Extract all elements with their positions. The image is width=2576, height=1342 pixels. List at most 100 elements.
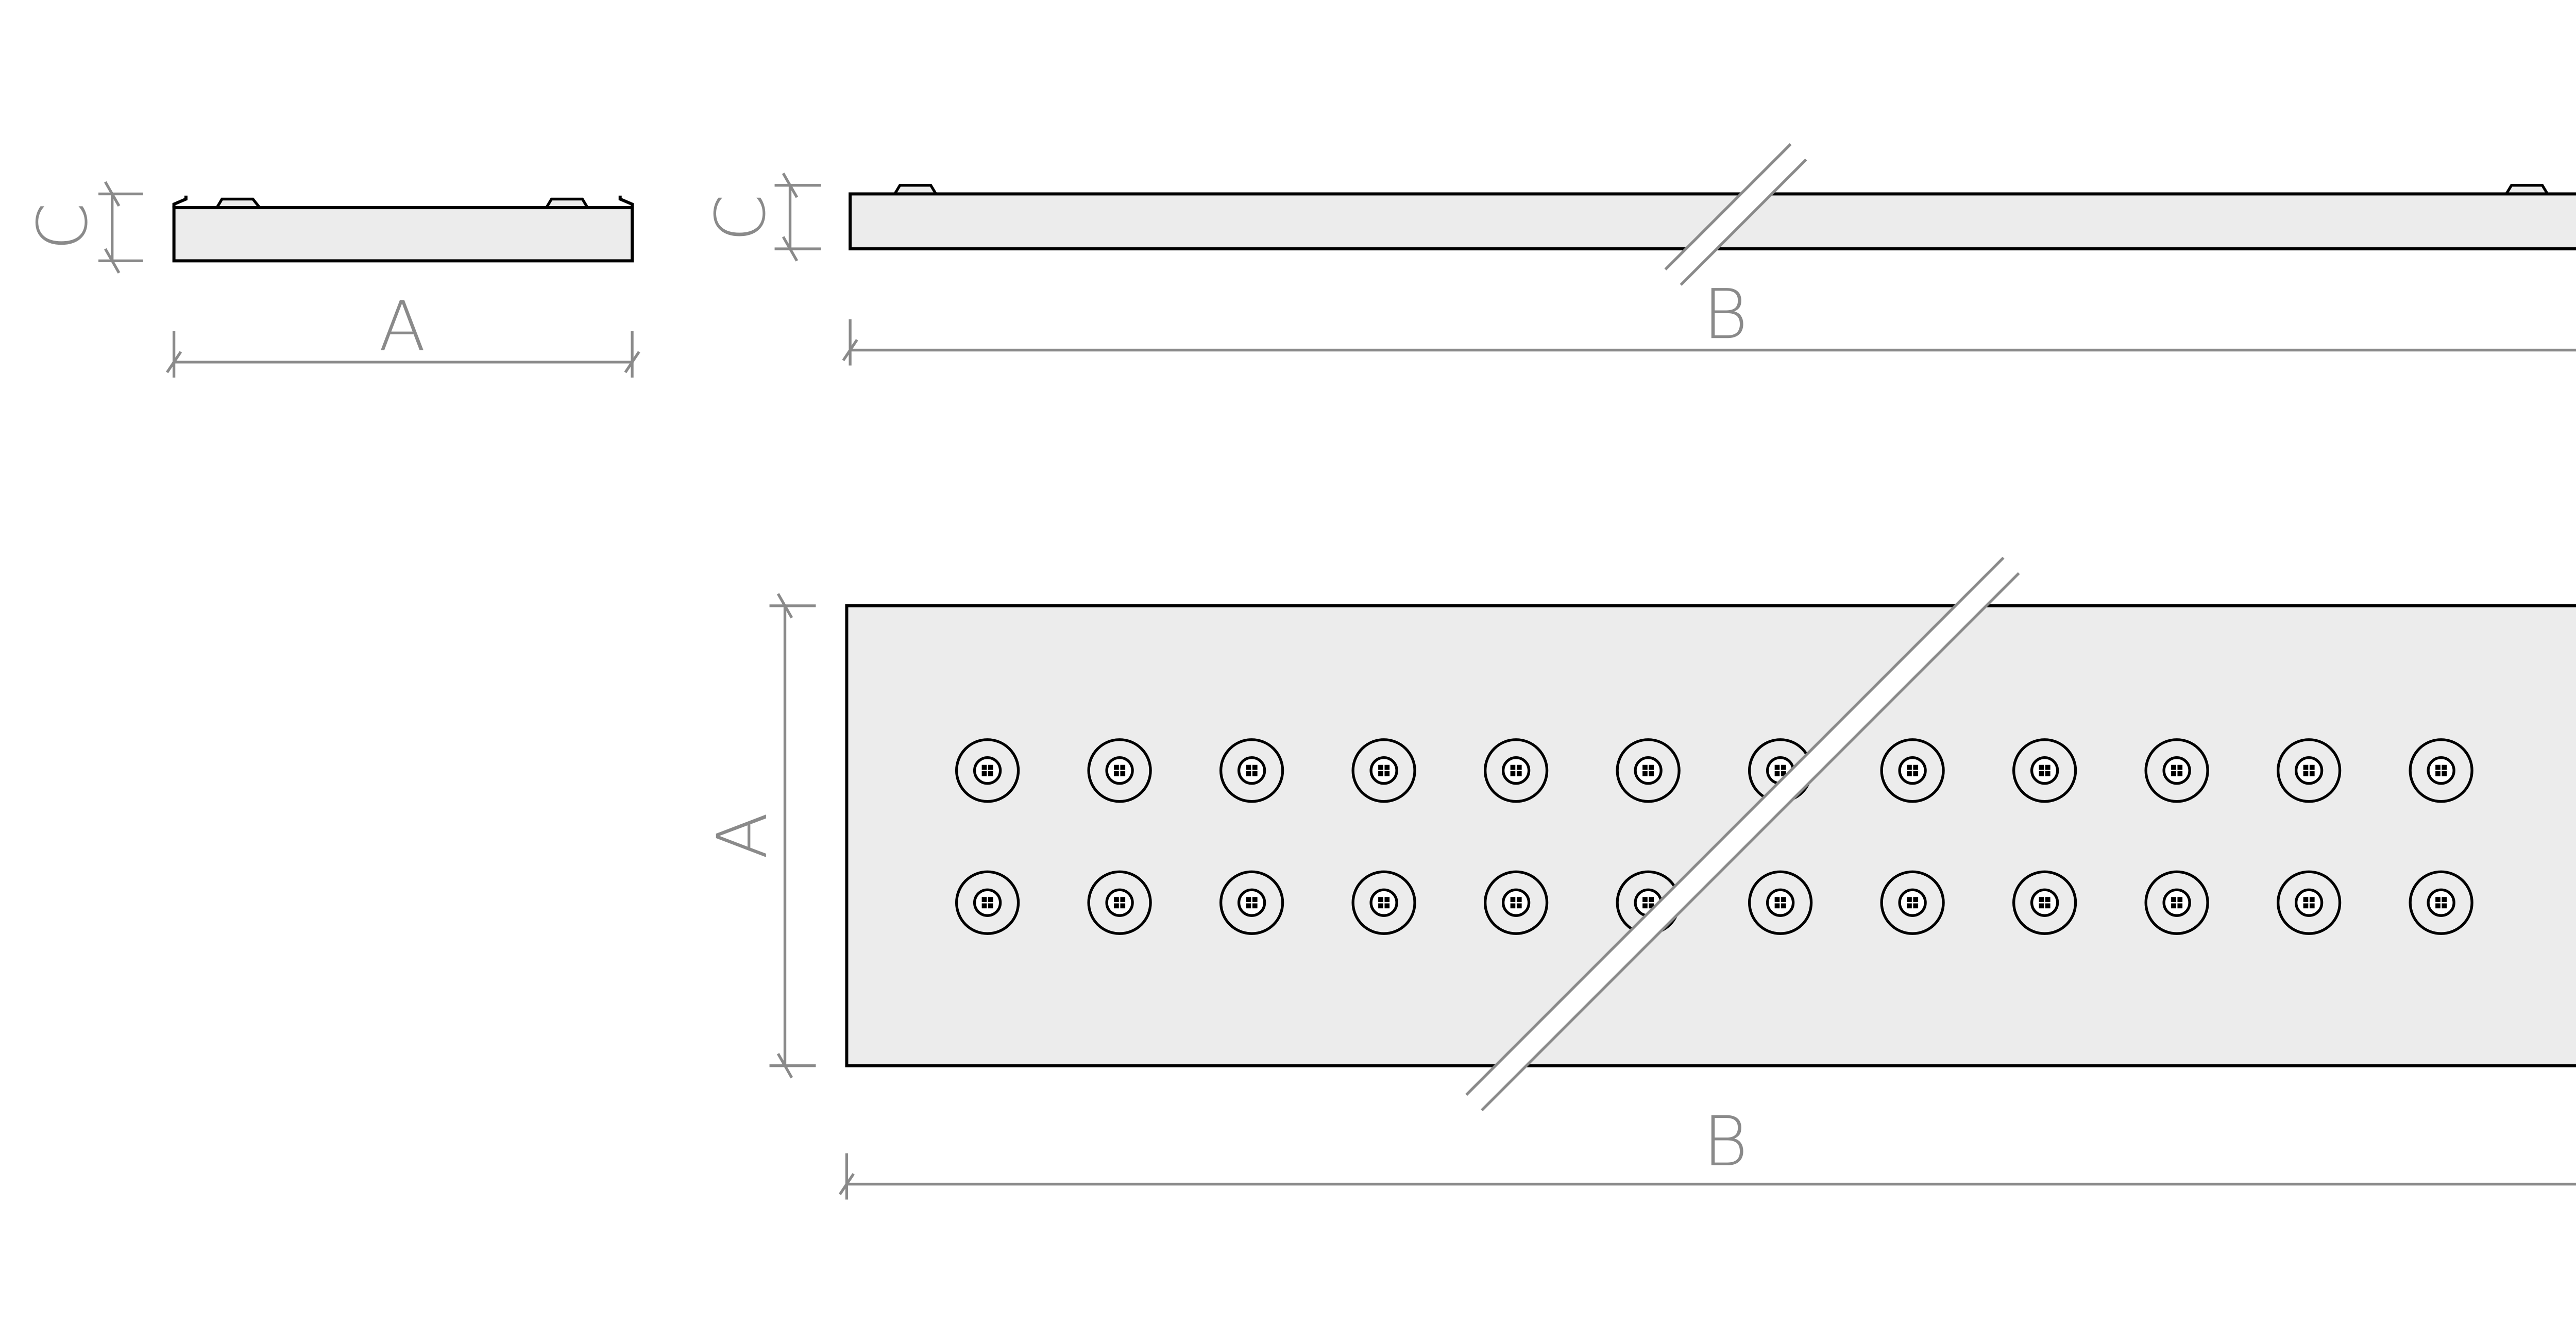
led-module — [1351, 870, 1416, 935]
led-chip — [2045, 771, 2050, 776]
led-chip — [1649, 897, 1654, 902]
end-hook — [172, 195, 634, 208]
led-chip — [1252, 771, 1258, 776]
led-chip — [1649, 765, 1654, 770]
led-ring — [1483, 870, 1549, 935]
led-chip — [981, 903, 987, 909]
led-chip — [2045, 765, 2050, 770]
led-module — [1087, 738, 1152, 803]
led-chip — [2435, 903, 2441, 909]
led-chip — [1114, 897, 1119, 902]
break-gap — [1665, 144, 1806, 285]
led-chip — [2442, 765, 2447, 770]
led-chip — [1384, 903, 1390, 909]
led-chip — [1120, 897, 1126, 902]
dimension-b-plan: B — [838, 1102, 2576, 1200]
led-module — [955, 738, 1020, 803]
led-chip — [1516, 903, 1522, 909]
led-ring — [2277, 738, 2342, 803]
led-module — [1880, 870, 1945, 935]
led-ring — [1748, 870, 1813, 935]
led-chip — [2435, 897, 2441, 902]
led-ring — [955, 870, 1020, 935]
led-chip — [1384, 771, 1390, 776]
led-chip — [2309, 903, 2315, 909]
break-line — [1664, 143, 1792, 270]
led-module — [1483, 738, 1549, 803]
led-chip — [1907, 765, 1912, 770]
led-chip — [1378, 771, 1383, 776]
led-lens — [2162, 888, 2191, 917]
led-lens — [973, 888, 1002, 917]
led-ring — [1616, 738, 1681, 803]
break-line — [1465, 556, 2005, 1096]
led-chip — [1642, 903, 1648, 909]
led-lens — [1237, 888, 1266, 917]
led-lens — [2427, 756, 2455, 785]
led-chip — [1774, 765, 1780, 770]
led-chip — [2309, 771, 2315, 776]
led-chip — [1378, 765, 1383, 770]
led-chip — [1120, 765, 1126, 770]
led-lens — [2294, 756, 2324, 785]
led-chip — [1384, 765, 1390, 770]
led-chip — [2177, 903, 2183, 909]
led-lens — [1898, 756, 1927, 785]
led-module — [1880, 738, 1945, 803]
led-lens — [2427, 888, 2455, 917]
led-chip — [1114, 771, 1119, 776]
led-ring — [2409, 738, 2473, 803]
led-chip — [2442, 771, 2447, 776]
dimension-c-side: C — [701, 173, 821, 262]
end-view: C A — [23, 181, 640, 378]
led-module — [1219, 870, 1284, 935]
led-chip — [2039, 771, 2044, 776]
led-chip — [988, 765, 993, 770]
label-a: A — [379, 287, 426, 367]
led-chip — [1252, 897, 1258, 902]
led-chip — [1781, 765, 1786, 770]
led-chip — [2309, 897, 2315, 902]
break-line — [1481, 572, 2020, 1112]
led-ring — [1087, 738, 1152, 803]
led-module — [2012, 870, 2077, 935]
break-gap — [1466, 557, 2019, 1111]
led-chip — [1913, 765, 1919, 770]
led-lens — [1898, 888, 1927, 917]
led-chip — [1913, 771, 1919, 776]
led-chip — [1246, 765, 1251, 770]
led-chip — [1378, 897, 1383, 902]
led-chip — [1907, 897, 1912, 902]
led-chip — [988, 897, 993, 902]
led-chip — [1246, 771, 1251, 776]
dimension-a-plan: A — [703, 593, 816, 1079]
led-ring — [1351, 738, 1416, 803]
led-lens — [1369, 756, 1398, 785]
led-chip — [2045, 897, 2050, 902]
label-b: B — [1703, 1102, 1748, 1182]
led-ring — [2144, 870, 2209, 935]
led-chip — [2039, 765, 2044, 770]
plan-view-body — [845, 604, 2576, 1067]
led-chip — [1510, 903, 1516, 909]
led-chip — [1246, 903, 1251, 909]
led-chip — [981, 771, 987, 776]
led-chip — [1774, 903, 1780, 909]
led-chip — [1516, 765, 1522, 770]
led-ring — [2277, 870, 2342, 935]
led-lens — [2162, 756, 2191, 785]
led-module — [955, 870, 1020, 935]
led-chip — [1642, 771, 1648, 776]
led-chip — [1114, 765, 1119, 770]
led-chip — [2171, 765, 2176, 770]
led-module — [1087, 870, 1152, 935]
led-module — [1351, 738, 1416, 803]
led-chip — [1781, 897, 1786, 902]
led-lens — [973, 756, 1002, 785]
led-ring — [2012, 870, 2077, 935]
led-module — [1748, 870, 1813, 935]
led-chip — [2303, 897, 2309, 902]
led-chip — [1378, 903, 1383, 909]
led-chip — [1913, 897, 1919, 902]
led-ring — [1880, 870, 1945, 935]
